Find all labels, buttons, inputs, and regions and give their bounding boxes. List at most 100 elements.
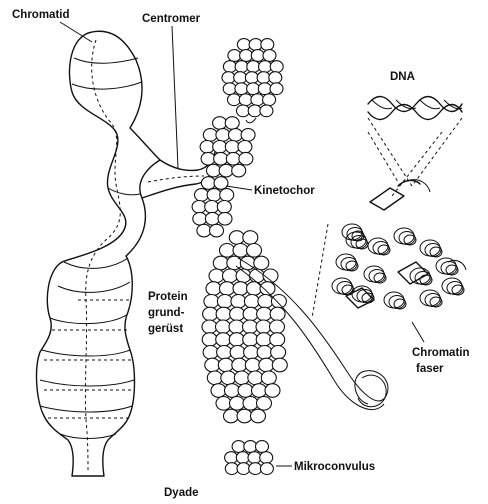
- chromatin-bead: [237, 409, 252, 423]
- chromatin-bead: [222, 72, 235, 84]
- chromatin-fiber-cluster: [312, 132, 466, 318]
- chromatin-bead: [260, 105, 273, 117]
- chromatin-bead: [223, 83, 236, 95]
- chromatin-bead: [207, 189, 221, 202]
- dna-double-helix: [368, 97, 462, 187]
- chromatin-bead: [238, 141, 252, 154]
- chromatin-bead: [202, 333, 217, 347]
- chromatin-bead: [217, 295, 232, 309]
- chromatin-bead: [265, 384, 280, 398]
- chromatin-bead: [203, 129, 217, 142]
- chromatin-bead: [251, 409, 266, 423]
- chromatin-bead: [230, 397, 245, 411]
- chromatin-bead: [217, 201, 231, 214]
- chromatin-bead: [195, 189, 209, 202]
- label-protein-3: gerüst: [148, 323, 183, 335]
- chromatin-bead: [270, 333, 285, 347]
- chromatin-coil: [447, 282, 463, 295]
- chromatin-bead: [244, 441, 257, 453]
- chromatin-bead: [237, 105, 250, 117]
- chromatin-bead: [221, 371, 236, 385]
- chromatin-bead: [271, 346, 286, 360]
- chromatin-bead: [197, 224, 211, 237]
- chromatin-bead: [216, 129, 230, 142]
- chromatin-bead: [245, 72, 258, 84]
- chromatin-bead: [251, 50, 264, 62]
- label-protein-2: grund-: [148, 307, 185, 319]
- chromatin-bead: [205, 201, 219, 214]
- chromatin-bead: [240, 50, 253, 62]
- chromatin-bead: [228, 50, 241, 62]
- chromatin-bead: [243, 397, 258, 411]
- chromatin-bead: [203, 346, 218, 360]
- chromatin-bead: [216, 333, 231, 347]
- chromatin-coil: [425, 244, 441, 257]
- chromatin-bead: [257, 346, 272, 360]
- chromatin-bead: [229, 320, 244, 334]
- chromatin-bead: [217, 346, 232, 360]
- chromatin-bead: [248, 371, 263, 385]
- chromatin-bead: [244, 346, 259, 360]
- chromatin-bead: [213, 256, 228, 270]
- chromatin-bead: [213, 141, 227, 154]
- chromatin-coil: [399, 232, 415, 245]
- chromatin-bead: [218, 358, 233, 372]
- chromatin-bead: [233, 282, 248, 296]
- label-dyade: Dyade: [164, 487, 199, 499]
- chromatin-bead: [207, 371, 222, 385]
- chromatin-bead: [233, 244, 248, 258]
- chromatin-bead: [228, 94, 241, 106]
- label-chromatin-1: Chromatin: [412, 347, 470, 359]
- chromatin-bead: [252, 384, 267, 398]
- label-mikroconvulus: Mikroconvulus: [294, 461, 375, 473]
- chromatin-bead: [232, 164, 246, 177]
- chromatin-bead: [229, 231, 244, 245]
- chromatin-coil: [341, 258, 357, 271]
- chromatin-bead: [206, 282, 221, 296]
- chromatin-bead: [249, 39, 262, 51]
- chromatin-bead: [239, 152, 253, 165]
- chromatin-bead: [226, 152, 240, 165]
- chromatin-bead: [243, 307, 258, 321]
- chromatin-bead: [256, 441, 269, 453]
- label-protein-1: Protein: [148, 291, 188, 303]
- chromatin-bead: [230, 307, 245, 321]
- chromatin-bead: [214, 177, 228, 190]
- chromatin-bead: [230, 346, 245, 360]
- chromatin-bead: [236, 452, 249, 464]
- chromatin-bead: [216, 307, 231, 321]
- chromatin-bead: [225, 141, 239, 154]
- chromatin-bead: [259, 358, 274, 372]
- chromatin-bead: [210, 224, 224, 237]
- chromatin-bead: [220, 244, 235, 258]
- knob-stalk: [246, 118, 256, 123]
- label-centromer: Centromer: [142, 13, 201, 25]
- chromatin-bead: [232, 358, 247, 372]
- chromatin-bead: [220, 282, 235, 296]
- label-dna: DNA: [390, 71, 415, 83]
- chromatin-bead: [223, 269, 238, 283]
- chromatin-bead: [244, 295, 259, 309]
- chromatin-coil: [337, 282, 353, 295]
- chromatin-bead: [235, 61, 248, 73]
- chromatin-bead: [258, 295, 273, 309]
- chromatin-coil: [441, 262, 457, 275]
- chromatin-coil: [373, 242, 389, 255]
- chromatin-bead: [214, 152, 228, 165]
- chromatin-bead: [203, 307, 218, 321]
- chromatin-bead: [248, 105, 261, 117]
- chromatin-bead: [243, 231, 258, 245]
- chromatin-bead: [193, 212, 207, 225]
- chromatin-bead: [260, 452, 273, 464]
- chromatin-bead: [225, 452, 238, 464]
- chromatin-bead: [229, 333, 244, 347]
- chromatin-bead: [232, 441, 245, 453]
- chromatin-bead: [256, 320, 271, 334]
- left-chromatid: [37, 31, 160, 476]
- chromatin-bead: [225, 117, 239, 130]
- chromatin-bead: [207, 164, 221, 177]
- chromatin-bead: [257, 72, 270, 84]
- chromatin-bead: [241, 129, 255, 142]
- chromatin-bead: [270, 83, 283, 95]
- chromatin-bead: [257, 307, 272, 321]
